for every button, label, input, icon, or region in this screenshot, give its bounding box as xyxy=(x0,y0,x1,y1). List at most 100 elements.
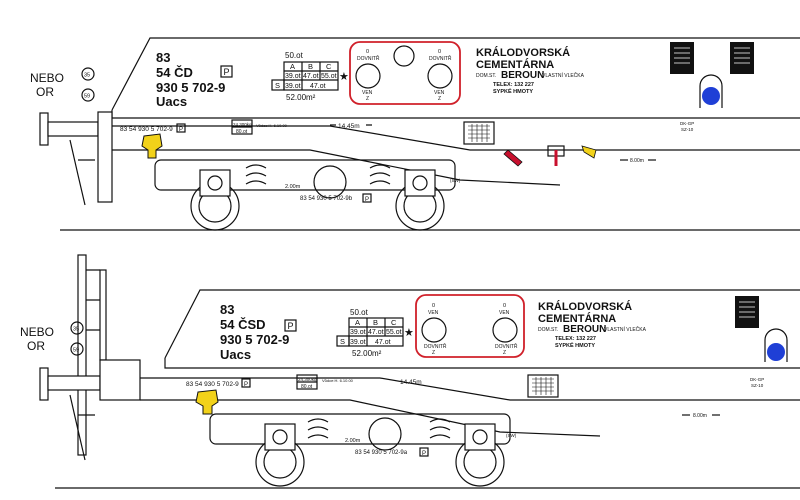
svg-text:35: 35 xyxy=(84,73,90,79)
svg-text:DK-GP: DK-GP xyxy=(750,377,764,382)
top-speed-35-icon xyxy=(81,67,95,81)
top-valve-right xyxy=(427,63,453,89)
top-lever-3-icon xyxy=(581,145,597,159)
top-valve-left xyxy=(355,63,381,89)
bottom-headstock xyxy=(99,359,141,401)
bottom-speed-59-icon xyxy=(70,342,84,356)
svg-text:C: C xyxy=(391,318,397,327)
svg-text:S: S xyxy=(340,337,345,346)
bottom-frame-number: 83 54 930 5 702-9 xyxy=(186,381,239,388)
top-station: BEROUN xyxy=(501,70,544,81)
top-area: 52.00m² xyxy=(286,93,316,102)
top-reg-line2: 54 ČD xyxy=(156,65,193,80)
bottom-company2: CEMENTÁRNA xyxy=(538,312,616,325)
svg-text:VEN: VEN xyxy=(428,310,439,316)
svg-text:DOVNITŘ: DOVNITŘ xyxy=(357,54,380,62)
top-nebo-label: NEBO xyxy=(30,71,64,85)
svg-text:VEN: VEN xyxy=(362,90,373,96)
svg-text:P: P xyxy=(365,197,369,203)
top-table-header: 50.ot xyxy=(285,51,304,60)
top-row2-label: S xyxy=(275,81,280,90)
top-body-roof xyxy=(111,37,800,111)
top-valve-panel xyxy=(349,41,461,105)
svg-text:Z: Z xyxy=(366,96,369,102)
bottom-table-header: 50.ot xyxy=(350,308,369,317)
top-row2-a: 39.ot xyxy=(285,83,301,90)
svg-text:0: 0 xyxy=(438,49,441,55)
top-row1-c: 55.ot xyxy=(321,73,337,80)
bottom-reg-line1: 83 xyxy=(220,302,234,317)
bottom-company1: KRÁLODVORSKÁ xyxy=(538,300,632,313)
svg-text:8.00m: 8.00m xyxy=(693,413,707,419)
top-wagon: 83 54 ČD 930 5 702-9 Uacs P 50.ot A B C … xyxy=(30,37,800,231)
bottom-grille xyxy=(527,374,559,398)
top-signal-lamp-icon xyxy=(702,87,720,105)
bottom-wagon: 83 54 ČSD 930 5 702-9 Uacs P 50.ot A B C… xyxy=(20,254,800,489)
top-row1-a: 39.ot xyxy=(285,73,301,80)
svg-text:P: P xyxy=(244,382,248,388)
svg-text:SYPKÉ HMOTY: SYPKÉ HMOTY xyxy=(555,341,595,349)
svg-text:8.00m: 8.00m xyxy=(630,158,644,164)
svg-text:VEN: VEN xyxy=(499,310,510,316)
bottom-yellow-buffer-icon xyxy=(195,389,219,415)
svg-text:DOM.ST.: DOM.ST. xyxy=(476,73,496,79)
svg-text:Z: Z xyxy=(432,350,435,356)
bottom-frame-sill xyxy=(140,399,601,437)
svg-text:B: B xyxy=(373,318,378,327)
svg-text:SYPKÉ HMOTY: SYPKÉ HMOTY xyxy=(493,87,533,95)
top-buffer-rod xyxy=(47,121,99,137)
top-speed-59-icon xyxy=(81,88,95,102)
bottom-valve-left xyxy=(421,317,447,343)
svg-text:59: 59 xyxy=(73,348,79,354)
top-headstock xyxy=(97,111,113,203)
bottom-nebo-label: NEBO xyxy=(20,325,54,339)
svg-text:TELEX: 132 227: TELEX: 132 227 xyxy=(555,336,596,342)
top-valve-center xyxy=(393,45,415,67)
svg-text:Z: Z xyxy=(438,96,441,102)
top-or-label: OR xyxy=(36,85,54,99)
svg-text:39.ot: 39.ot xyxy=(350,329,366,336)
svg-text:59: 59 xyxy=(84,94,90,100)
top-lever-1-icon xyxy=(503,149,523,167)
bottom-body-roof xyxy=(164,289,800,359)
svg-text:P: P xyxy=(422,451,426,457)
bottom-valve-right xyxy=(492,317,518,343)
top-row1-b: 47.ot xyxy=(303,73,319,80)
top-star: ★ xyxy=(339,71,349,83)
svg-text:2.00m: 2.00m xyxy=(285,184,301,190)
bottom-signal-lamp-icon xyxy=(767,343,785,361)
top-reg-line1: 83 xyxy=(156,50,170,65)
svg-text:VLASTNÍ VLEČKA: VLASTNÍ VLEČKA xyxy=(542,72,585,79)
bottom-valve-panel xyxy=(415,294,525,358)
svg-text:(SW): (SW) xyxy=(506,433,517,438)
svg-text:0: 0 xyxy=(366,49,369,55)
svg-text:47.ot: 47.ot xyxy=(368,329,384,336)
bottom-or-label: OR xyxy=(27,339,45,353)
top-col-a: A xyxy=(290,62,295,71)
top-table-box xyxy=(283,61,339,91)
svg-text:P: P xyxy=(179,127,183,133)
svg-text:DOVNITŘ: DOVNITŘ xyxy=(429,54,452,62)
svg-text:0: 0 xyxy=(432,303,435,309)
top-length: 14.45m xyxy=(338,123,360,130)
bottom-speed-35-icon xyxy=(70,321,84,335)
svg-text:(SW): (SW) xyxy=(450,178,461,183)
bottom-length: 14.45m xyxy=(400,379,422,386)
top-frame-number: 83 54 930 5 702-9 xyxy=(120,126,173,133)
top-col-c: C xyxy=(326,62,332,71)
top-yellow-buffer-icon xyxy=(141,133,163,159)
svg-text:SZ-10: SZ-10 xyxy=(681,127,694,132)
top-bogie-number: 83 54 930 5 702-9b xyxy=(300,196,353,202)
top-col-b: B xyxy=(308,62,313,71)
svg-text:DOVNITŘ: DOVNITŘ xyxy=(424,342,447,350)
top-body-floor xyxy=(111,110,800,119)
top-buffer-plate xyxy=(39,112,49,146)
svg-text:47.ot: 47.ot xyxy=(375,339,391,346)
top-row2-b: 47.ot xyxy=(310,83,326,90)
bottom-reg-line3: 930 5 702-9 xyxy=(220,332,289,347)
svg-text:0: 0 xyxy=(503,303,506,309)
top-company1: KRÁLODVORSKÁ xyxy=(476,46,570,59)
bottom-buffer-rod xyxy=(47,375,101,391)
bottom-p-box xyxy=(284,319,297,332)
